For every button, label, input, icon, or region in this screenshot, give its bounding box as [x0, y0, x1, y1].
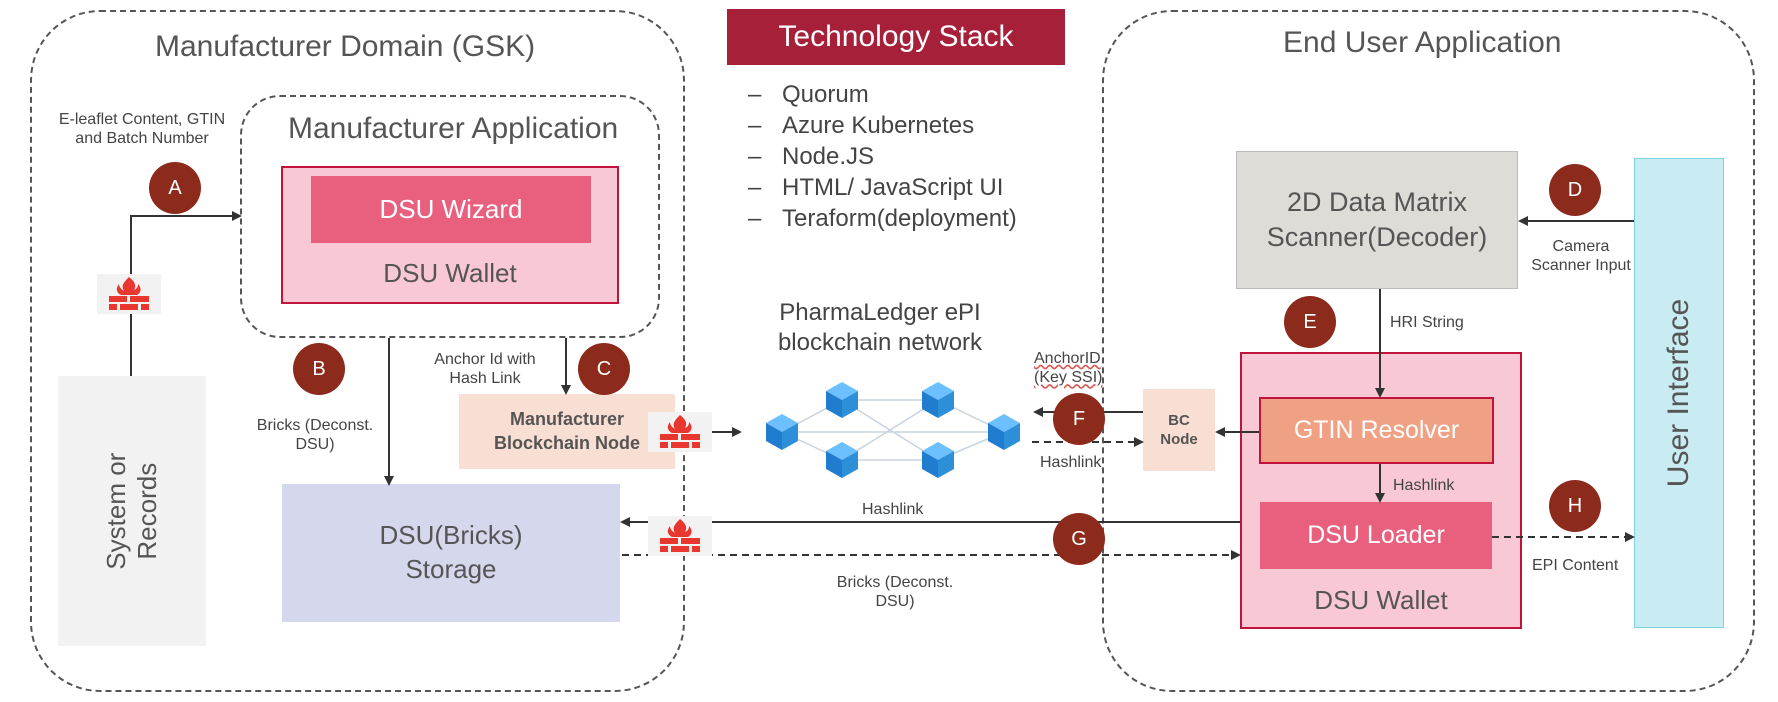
hri-string-label: HRI String	[1390, 314, 1464, 331]
firewall-node	[648, 412, 712, 452]
firewall-icon	[109, 277, 149, 310]
firewall-storage	[648, 516, 712, 556]
bc-hashlink-label: Hashlink	[1040, 454, 1102, 471]
badge-a: A	[149, 162, 201, 214]
network-edges	[781, 399, 1005, 461]
badge-c: C	[578, 343, 630, 395]
badge-d: D	[1549, 164, 1601, 216]
manufacturer-domain-title: Manufacturer Domain (GSK)	[155, 30, 536, 63]
g-hashlink-label: Hashlink	[862, 501, 924, 518]
stack-item: –Teraform(deployment)	[748, 205, 1017, 232]
dsu-wizard: DSU Wizard	[311, 176, 591, 243]
badge-b: B	[293, 343, 345, 395]
network-cube	[766, 414, 798, 450]
manufacturer-blockchain-node-label: Manufacturer Blockchain Node	[493, 409, 641, 453]
bc-node: BC Node	[1143, 389, 1215, 471]
network-cube	[826, 442, 858, 478]
badge-g: G	[1053, 513, 1105, 565]
dsu-loader: DSU Loader	[1260, 502, 1492, 569]
system-of-records-label: System or Records	[100, 452, 162, 570]
user-interface: User Interface	[1634, 158, 1724, 628]
anchor-label: Anchor Id with Hash Link	[434, 351, 536, 388]
dsu-bricks-storage: DSU(Bricks) Storage	[282, 484, 620, 622]
camera-input-label: Camera Scanner Input	[1531, 238, 1631, 275]
bc-node-label: BC Node	[1160, 411, 1198, 449]
g-bricks-label: Bricks (Deconst. DSU)	[836, 574, 954, 611]
network-cube	[922, 442, 954, 478]
firewall-icon	[660, 519, 700, 552]
dsu-bricks-storage-label: DSU(Bricks) Storage	[379, 520, 523, 584]
technology-stack-list: –Quorum –Azure Kubernetes –Node.JS –HTML…	[748, 79, 1017, 234]
end-user-application-title: End User Application	[1283, 26, 1562, 59]
manufacturer-domain-region	[30, 10, 685, 692]
stack-item: –Azure Kubernetes	[748, 112, 975, 139]
stack-item: –HTML/ JavaScript UI	[748, 174, 1004, 201]
badge-f: F	[1053, 393, 1105, 445]
badge-h: H	[1549, 480, 1601, 532]
network-cube	[826, 382, 858, 418]
manufacturer-wallet-label: DSU Wallet	[383, 258, 517, 288]
technology-stack-title: Technology Stack	[727, 9, 1065, 65]
gtin-resolver: GTIN Resolver	[1259, 397, 1494, 464]
network-label: PharmaLedger ePI blockchain network	[777, 299, 983, 356]
network-nodes	[766, 382, 1020, 478]
end-user-application-region	[1102, 10, 1755, 692]
user-interface-label: User Interface	[1662, 298, 1696, 488]
firewall-records	[97, 274, 161, 314]
data-matrix-scanner: 2D Data Matrix Scanner(Decoder)	[1236, 151, 1518, 289]
manufacturer-blockchain-node: Manufacturer Blockchain Node	[459, 394, 675, 469]
anchorid-label: AnchorID (Key SSI)	[1034, 350, 1103, 387]
network-cube	[922, 382, 954, 418]
stack-item: –Node.JS	[748, 143, 875, 170]
network-cube	[988, 414, 1020, 450]
bricks-label: Bricks (Deconst. DSU)	[256, 417, 374, 454]
manufacturer-input-label: E-leaflet Content, GTIN and Batch Number	[58, 111, 226, 148]
manufacturer-application-title: Manufacturer Application	[288, 112, 619, 145]
data-matrix-scanner-label: 2D Data Matrix Scanner(Decoder)	[1266, 186, 1488, 252]
stack-item: –Quorum	[748, 81, 869, 108]
end-user-wallet-label: DSU Wallet	[1314, 585, 1448, 615]
inner-hashlink-label: Hashlink	[1393, 477, 1455, 494]
firewall-icon	[660, 415, 700, 448]
system-of-records: System or Records	[58, 376, 206, 646]
epi-content-label: EPI Content	[1532, 557, 1619, 574]
badge-e: E	[1284, 296, 1336, 348]
